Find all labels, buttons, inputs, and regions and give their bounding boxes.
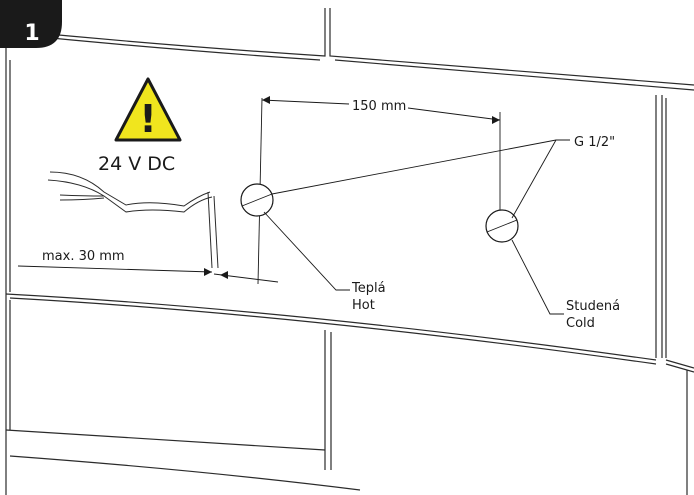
- voltage-label: 24 V DC: [98, 153, 175, 175]
- step-number: 1: [24, 21, 39, 46]
- hot-label-czech: Teplá: [351, 281, 386, 296]
- cable-icon: [47, 171, 219, 269]
- cold-label-czech: Studená: [566, 299, 620, 314]
- thread-label: G 1/2": [574, 135, 615, 150]
- step-badge: 1: [0, 0, 62, 48]
- hot-outlet-icon: [240, 183, 274, 217]
- cold-label-english: Cold: [566, 316, 595, 331]
- spacing-label: 150 mm: [352, 99, 406, 114]
- warning-triangle-icon: !: [114, 77, 182, 142]
- cable-dimension: [17, 265, 279, 283]
- warning-symbol: !: [139, 97, 156, 141]
- tile-wall: [5, 8, 694, 495]
- hot-label-english: Hot: [352, 298, 375, 313]
- max-cable-label: max. 30 mm: [42, 249, 125, 264]
- thread-leader-cold: [511, 139, 557, 219]
- cold-leader: [511, 239, 564, 315]
- cold-outlet-icon: [485, 209, 519, 243]
- hot-leader: [263, 211, 350, 291]
- thread-leader-hot: [271, 139, 570, 195]
